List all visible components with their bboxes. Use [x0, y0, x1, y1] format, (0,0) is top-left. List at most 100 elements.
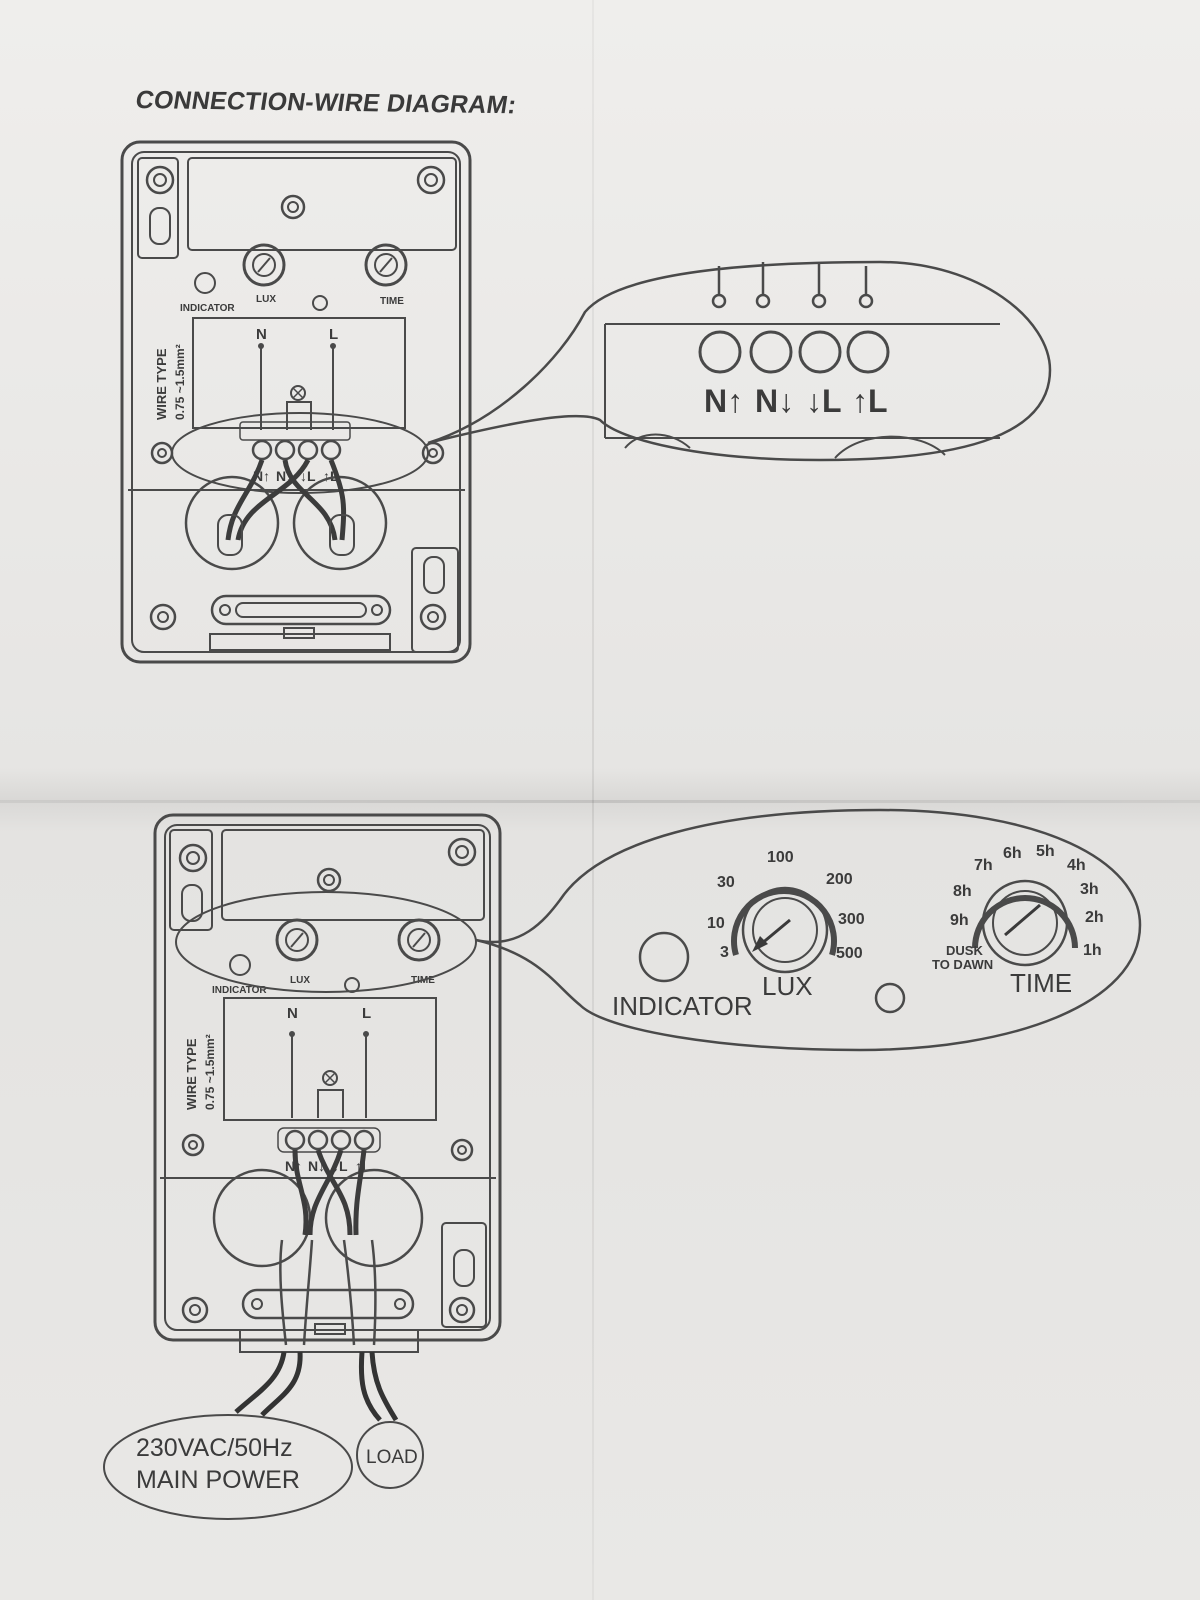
time-dusk-line1: DUSK [946, 943, 983, 958]
time-dusk-line2: TO DAWN [932, 957, 993, 972]
wire-type-spec: 0.75 ~1.5mm² [203, 1034, 217, 1110]
lux-tick: 100 [767, 849, 794, 866]
zoom-bubble [475, 808, 1142, 1052]
zoom-terminal-label: N↑ [704, 383, 743, 419]
lux-tick: 3 [720, 944, 729, 961]
housing-outline [153, 813, 502, 1342]
screw [316, 867, 342, 893]
time-tick: 3h [1080, 881, 1099, 898]
left-clip [137, 157, 179, 259]
screw [178, 843, 208, 873]
indicator-led [194, 272, 216, 294]
cable-gland-left [184, 475, 280, 571]
lux-label: LUX [290, 975, 310, 986]
screw [145, 165, 175, 195]
cable-sleeve [329, 514, 355, 556]
load-label: LOAD [366, 1447, 418, 1468]
screw [419, 603, 447, 631]
housing-outline [120, 140, 472, 664]
mains-power-ellipse [103, 1414, 353, 1520]
zoom-terminal-label: ↓L [806, 383, 842, 419]
screw [150, 441, 174, 465]
terminal-block-bar [277, 1127, 381, 1153]
load-cable [369, 1351, 399, 1422]
slot-hole [453, 1249, 475, 1287]
screw [448, 1296, 476, 1324]
cable-gland-left [212, 1168, 312, 1268]
top-recess [187, 157, 457, 251]
terminal-block-bar [239, 421, 351, 441]
load-cable [358, 1351, 382, 1422]
zoom-gland-edge [834, 435, 946, 459]
paper-fold-vertical [592, 0, 594, 1600]
cable [225, 459, 265, 541]
time-tick: 6h [1003, 845, 1022, 862]
bottom-notch [314, 1323, 346, 1335]
clamp-screw [251, 1298, 263, 1310]
zoom-indicator-led [638, 931, 690, 983]
lux-tick: 200 [826, 871, 853, 888]
lux-dial-arrow [752, 936, 768, 952]
terminal-callout-ellipse [171, 412, 429, 494]
zoom-terminal-label: N↓ [755, 383, 794, 419]
time-dial: DUSK TO DAWN 9h 8h 7h 6h 5h 4h 3h 2h 1h … [932, 843, 1104, 998]
sensor-dot [312, 295, 328, 311]
bottom-tab [209, 633, 391, 651]
time-dial-pointer [1004, 903, 1041, 937]
wire-node [330, 343, 336, 349]
zoom-terminal-hole [846, 330, 890, 374]
screw [447, 837, 477, 867]
top-device: INDICATOR LUX TIME N L N↑ [120, 140, 472, 664]
mini-lux-dial [275, 918, 319, 962]
mains-power-line2: MAIN POWER [136, 1466, 300, 1494]
cable [307, 1149, 344, 1236]
indicator-label: INDICATOR [212, 985, 267, 996]
dial-callout-ellipse [175, 891, 477, 993]
terminal-hole [274, 439, 296, 461]
bottom-device: INDICATOR LUX TIME N L N↑ [153, 813, 502, 1422]
zoom-wire-end [811, 293, 827, 309]
bottom-notch [283, 627, 315, 639]
terminal-hole [251, 439, 273, 461]
wire-type-label: WIRE TYPE [154, 348, 169, 420]
zoom-wire-end [711, 293, 727, 309]
lux-tick: 300 [838, 911, 865, 928]
lux-dial: 3 10 30 100 200 300 500 LUX [707, 849, 865, 1001]
zoom-terminal-hole [698, 330, 742, 374]
terminal-hole [284, 1129, 306, 1151]
zoom-lux-label: LUX [762, 971, 813, 1001]
time-tick: 8h [953, 883, 972, 900]
right-clip [441, 1222, 487, 1328]
screw [450, 1138, 474, 1162]
time-tick: 1h [1083, 942, 1102, 959]
top-zoom-callout: N↑ N↓ ↓L ↑L [427, 260, 1052, 462]
cable [292, 1149, 309, 1236]
terminal-hole [307, 1129, 329, 1151]
time-tick: 5h [1036, 843, 1055, 860]
indicator-led [229, 954, 251, 976]
zoom-wire-end [755, 293, 771, 309]
cable [282, 459, 338, 541]
dial-zoom-callout: INDICATOR 3 10 30 100 200 300 500 LUX [475, 808, 1142, 1052]
zoom-gland-edge [624, 433, 691, 449]
cable [328, 459, 347, 541]
lux-tick: 30 [717, 874, 735, 891]
zoom-time-label: TIME [1010, 968, 1072, 998]
slot-hole [423, 556, 445, 594]
bottom-tab [239, 1329, 419, 1353]
zoom-terminal-label: ↑L [852, 383, 888, 419]
clamp-screw [371, 604, 383, 616]
indicator-label: INDICATOR [180, 303, 235, 314]
lamp-symbol [286, 385, 312, 430]
top-recess [221, 829, 485, 921]
mains-power-line1: 230VAC/50Hz [136, 1434, 293, 1462]
cable-clamp-inner [235, 602, 367, 618]
clamp-screw [394, 1298, 406, 1310]
time-tick: 7h [974, 857, 993, 874]
cable-sleeve [217, 514, 243, 556]
mini-time-dial [364, 243, 408, 287]
zoom-terminal-hole [798, 330, 842, 374]
clamp-screw [219, 604, 231, 616]
